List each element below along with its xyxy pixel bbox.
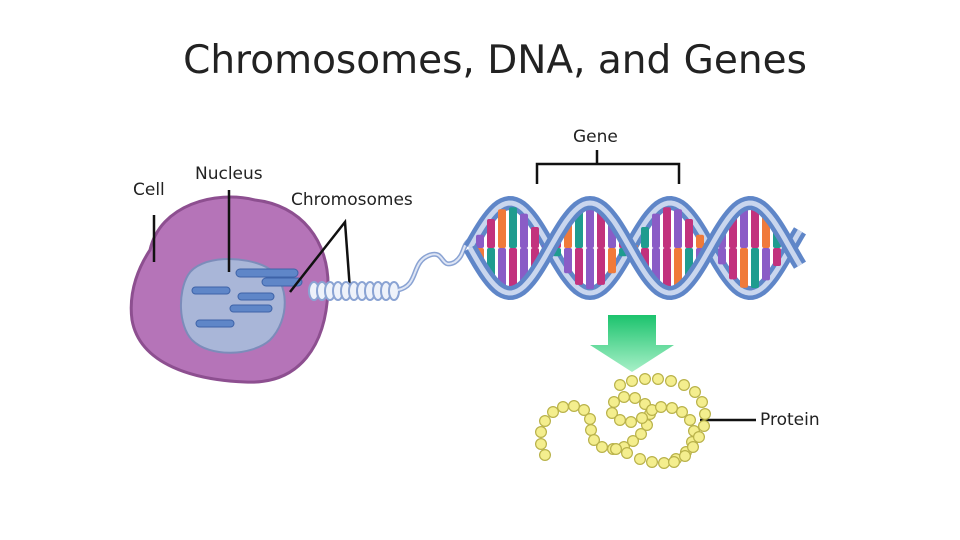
dna-backbone-front-highlight xyxy=(467,200,803,296)
amino-acid-bead xyxy=(664,375,677,388)
dna-base-pair xyxy=(674,248,682,287)
amino-acid-bead xyxy=(605,407,618,420)
amino-acid-bead xyxy=(624,416,637,429)
amino-acid-bead xyxy=(567,400,580,413)
dna-base-pair xyxy=(498,209,506,248)
dna-base-pair xyxy=(641,226,649,248)
dna-base-pair xyxy=(729,248,737,280)
dna-base-pair xyxy=(674,209,682,248)
amino-acid-bead xyxy=(634,428,647,441)
amino-acid-bead xyxy=(697,420,710,433)
dna-base-pair xyxy=(696,234,704,248)
dna-base-pair xyxy=(520,213,528,248)
amino-acid-bead xyxy=(698,408,711,421)
dna-base-pair xyxy=(586,248,594,289)
dna-base-pair xyxy=(597,248,605,285)
arrow-down-icon xyxy=(590,315,674,372)
dna-base-pair xyxy=(751,248,759,289)
amino-acid-bead xyxy=(625,375,638,388)
cell-illustration xyxy=(129,195,330,384)
amino-acid-bead xyxy=(613,414,626,427)
dna-base-pair xyxy=(531,226,539,248)
amino-acid-bead xyxy=(546,406,559,419)
dna-base-pair xyxy=(663,248,671,289)
amino-acid-bead xyxy=(667,456,680,469)
dna-base-pair xyxy=(564,248,572,274)
dna-base-pair xyxy=(498,248,506,287)
nucleus-chromosomes xyxy=(191,268,303,328)
dna-base-pair xyxy=(575,211,583,248)
amino-acid-bead xyxy=(534,426,547,439)
amino-acid-bead xyxy=(534,438,547,451)
amino-acid-bead xyxy=(556,401,569,414)
amino-acid-bead xyxy=(633,453,646,466)
dna-base-pair xyxy=(487,218,495,248)
amino-acid-bead xyxy=(620,447,633,460)
dna-base-pair xyxy=(476,234,484,248)
dna-base-pair xyxy=(652,213,660,248)
amino-acid-bead xyxy=(617,391,630,404)
dna-base-pair xyxy=(762,248,770,281)
dna-base-pair xyxy=(597,211,605,248)
amino-acid-bead xyxy=(635,412,648,425)
dna-backbone-back-highlight xyxy=(467,200,803,296)
amino-acid-bead xyxy=(584,424,597,437)
amino-acid-bead xyxy=(677,379,690,392)
dna-strand-untwisting xyxy=(397,237,472,293)
amino-acid-bead xyxy=(626,435,639,448)
nucleus-label: Nucleus xyxy=(195,164,263,184)
amino-acid-bead xyxy=(613,379,626,392)
amino-acid-bead xyxy=(577,404,590,417)
chromatin-coil xyxy=(388,281,400,301)
dna-base-pair xyxy=(718,248,726,265)
dna-base-pair xyxy=(773,248,781,266)
amino-acid-bead xyxy=(688,386,701,399)
amino-acid-bead xyxy=(686,441,699,454)
gene-bracket xyxy=(535,162,681,184)
amino-acid-bead xyxy=(638,373,651,386)
amino-acid-bead xyxy=(654,401,667,414)
protein-label: Protein xyxy=(760,410,820,430)
dna-base-pair xyxy=(740,248,748,288)
dna-base-pair xyxy=(586,207,594,248)
gene-label: Gene xyxy=(573,127,618,147)
dna-base-pair xyxy=(509,248,517,289)
amino-acid-bead xyxy=(587,434,600,447)
amino-acid-bead xyxy=(595,441,608,454)
amino-acid-bead xyxy=(695,396,708,409)
dna-backbone-front xyxy=(463,195,807,301)
leader-lines xyxy=(152,150,756,422)
dna-base-pair xyxy=(751,207,759,248)
amino-acid-bead xyxy=(538,449,551,462)
amino-acid-bead xyxy=(692,431,705,444)
dna-base-pair xyxy=(608,248,616,274)
amino-acid-bead xyxy=(651,373,664,386)
coiled-chromatin xyxy=(308,237,472,301)
dna-base-pair xyxy=(663,207,671,248)
slide-title: Chromosomes, DNA, and Genes xyxy=(183,38,807,83)
chromosomes-leader-line xyxy=(289,218,352,293)
amino-acid-bead xyxy=(645,456,658,469)
dna-base-pair xyxy=(685,218,693,248)
amino-acid-bead xyxy=(683,414,696,427)
amino-acid-bead xyxy=(678,450,691,463)
amino-acid-bead xyxy=(607,396,620,409)
chromosomes-label: Chromosomes xyxy=(291,190,413,210)
amino-acid-bead xyxy=(538,415,551,428)
amino-acid-bead xyxy=(665,402,678,415)
cell-label: Cell xyxy=(133,180,165,200)
amino-acid-bead xyxy=(583,413,596,426)
amino-acid-bead xyxy=(657,457,670,470)
amino-acid-bead xyxy=(628,392,641,405)
dna-base-pair xyxy=(575,248,583,285)
dna-double-helix xyxy=(463,195,807,301)
dna-base-pair xyxy=(740,208,748,248)
dna-base-pair xyxy=(509,207,517,248)
amino-acid-bead xyxy=(675,406,688,419)
amino-acid-bead xyxy=(609,443,622,456)
protein-chain xyxy=(534,373,711,470)
